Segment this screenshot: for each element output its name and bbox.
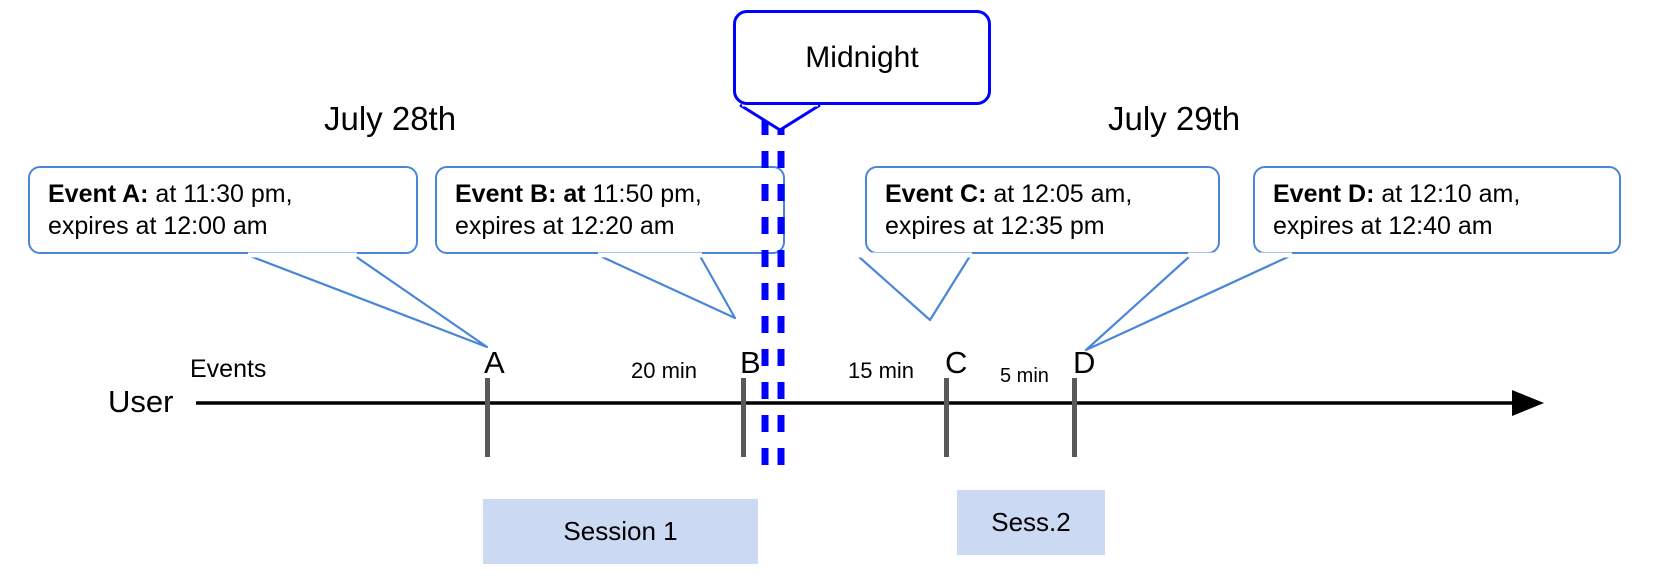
row-label-events: Events	[190, 355, 267, 383]
tick-event-a	[485, 378, 490, 457]
date-label-july-29: July 29th	[1108, 100, 1241, 137]
event-callout-b-bold: Event B: at	[455, 180, 586, 208]
midnight-callout-label: Midnight	[805, 40, 919, 74]
event-callout-b-line2: expires at 12:20 am	[455, 212, 675, 240]
interval-label-15min: 15 min	[848, 358, 915, 383]
tick-event-b	[741, 378, 746, 457]
event-callout-d-line2: expires at 12:40 am	[1273, 212, 1493, 240]
midnight-callout: Midnight	[733, 10, 991, 105]
event-d-leader	[1084, 252, 1292, 352]
timeline-arrowhead	[1512, 390, 1544, 416]
event-callout-c-line1: Event C: at 12:05 am,	[885, 178, 1204, 210]
event-callout-d-rest: at 12:10 am,	[1374, 180, 1521, 208]
session-box-1-label: Session 1	[563, 516, 678, 546]
event-marker-label-b: B	[740, 345, 761, 380]
tick-event-d	[1072, 378, 1077, 457]
session-box-2: Sess.2	[957, 490, 1105, 555]
session-box-2-label: Sess.2	[991, 507, 1071, 537]
interval-label-5min: 5 min	[1000, 365, 1049, 387]
event-callout-a-line1: Event A: at 11:30 pm,	[48, 178, 402, 210]
event-callout-d-line1: Event D: at 12:10 am,	[1273, 178, 1605, 210]
event-callout-b: Event B: at 11:50 pm, expires at 12:20 a…	[435, 166, 785, 254]
event-callout-c-line2: expires at 12:35 pm	[885, 212, 1105, 240]
event-a-leader	[248, 252, 489, 349]
event-marker-label-d: D	[1073, 345, 1096, 380]
event-marker-label-c: C	[945, 345, 968, 380]
event-callout-c-rest: at 12:05 am,	[986, 180, 1133, 208]
date-label-july-28: July 28th	[324, 100, 457, 137]
tick-event-c	[944, 378, 949, 457]
event-callout-a-line2: expires at 12:00 am	[48, 212, 268, 240]
event-callout-a-rest: at 11:30 pm,	[148, 180, 293, 208]
event-callout-a-bold: Event A:	[48, 180, 149, 208]
event-b-leader	[598, 252, 737, 320]
session-box-1: Session 1	[483, 499, 758, 564]
event-callout-d: Event D: at 12:10 am, expires at 12:40 a…	[1253, 166, 1621, 254]
event-c-leader	[856, 252, 972, 322]
event-marker-label-a: A	[484, 345, 505, 380]
event-callout-c: Event C: at 12:05 am, expires at 12:35 p…	[865, 166, 1220, 254]
event-callout-d-bold: Event D:	[1273, 180, 1375, 208]
row-label-user: User	[108, 384, 174, 419]
event-callout-a: Event A: at 11:30 pm, expires at 12:00 a…	[28, 166, 418, 254]
event-callout-b-rest: 11:50 pm,	[585, 180, 702, 208]
midnight-callout-pointer	[739, 101, 821, 132]
event-callout-b-line1: Event B: at 11:50 pm,	[455, 178, 769, 210]
event-callout-c-bold: Event C:	[885, 180, 987, 208]
interval-label-20min: 20 min	[631, 358, 698, 383]
